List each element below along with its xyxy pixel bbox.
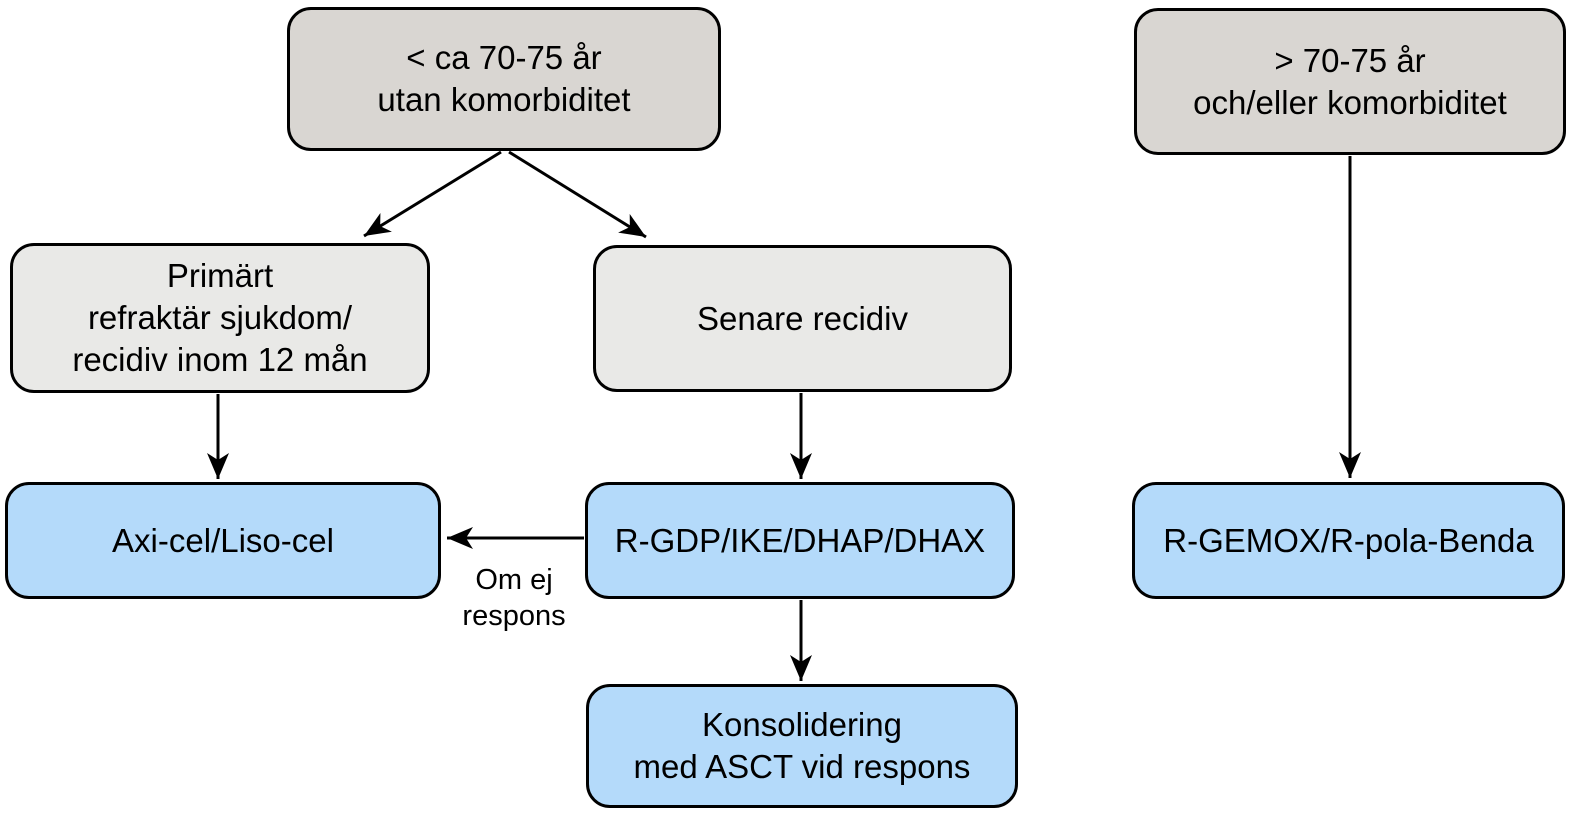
node-konsolidering-asct: Konsolidering med ASCT vid respons [586, 684, 1018, 808]
node-age-over-70-75: > 70-75 år och/eller komorbiditet [1134, 8, 1566, 155]
node-primary-refractory: Primärt refraktär sjukdom/ recidiv inom … [10, 243, 430, 393]
node-late-relapse: Senare recidiv [593, 245, 1012, 392]
node-age-under-70-75: < ca 70-75 år utan komorbiditet [287, 7, 721, 151]
edge-label-om-ej-respons: Om ej respons [462, 564, 566, 632]
node-r-gemox-r-pola-benda: R-GEMOX/R-pola-Benda [1132, 482, 1565, 599]
edge-age-young-to-primary-refractory [363, 150, 502, 238]
node-axi-cel-liso-cel: Axi-cel/Liso-cel [5, 482, 441, 599]
node-r-gdp-ike-dhap-dhax: R-GDP/IKE/DHAP/DHAX [585, 482, 1015, 599]
edge-age-young-to-late-relapse [508, 150, 647, 239]
